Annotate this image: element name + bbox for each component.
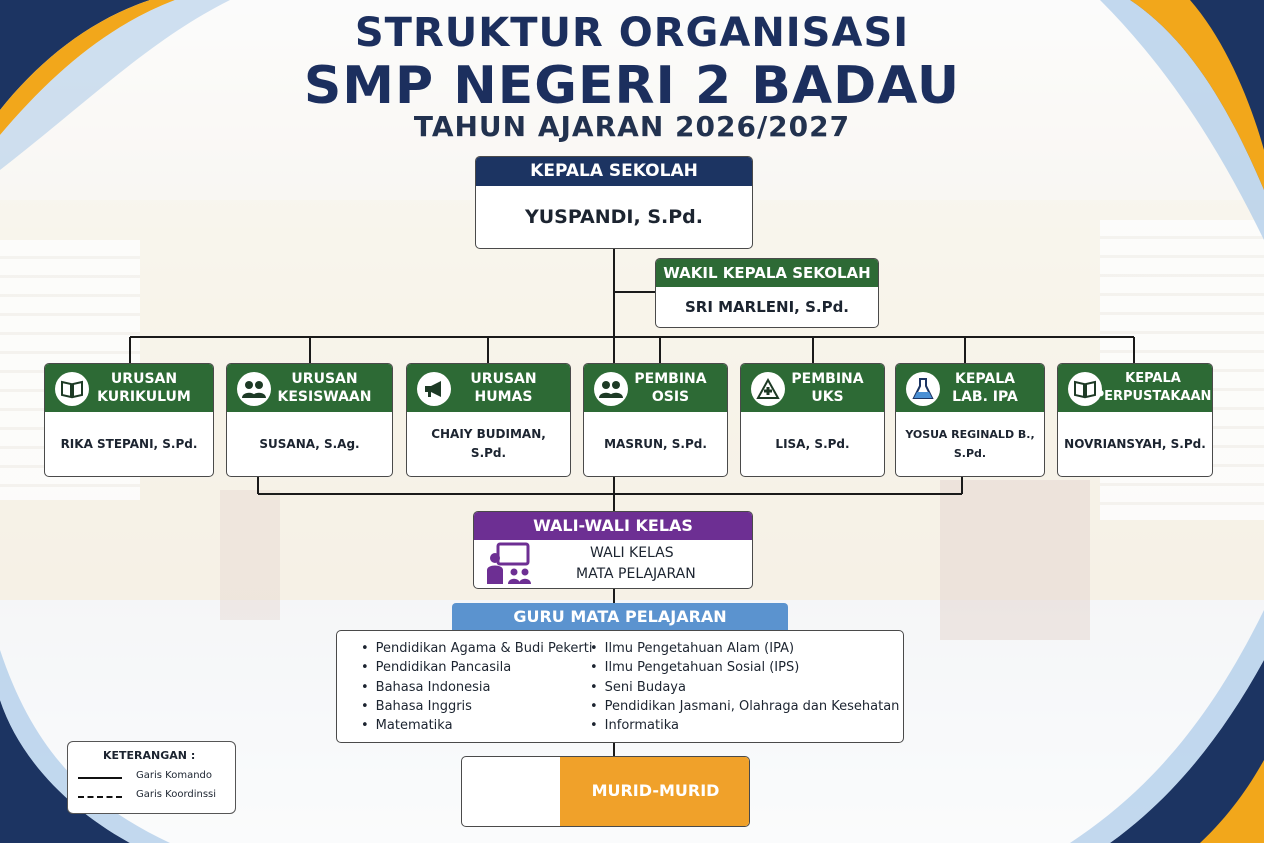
wave-bottom-left-navy [0,700,130,843]
wave-top-right-gold [1130,0,1264,190]
guru-box: Pendidikan Agama & Budi Pekerti Pendidik… [336,630,904,743]
wali-kelas-line1: WALI KELAS [590,545,674,561]
wave-top-left-light [0,0,230,170]
guru-subjects-col1: Pendidikan Agama & Budi Pekerti Pendidik… [361,639,593,735]
kepala-sekolah-box: KEPALA SEKOLAH YUSPANDI, S.Pd. [475,156,753,249]
unit-osis-name: MASRUN, S.Pd. [604,436,707,451]
people-icon [237,372,271,406]
unit-lab-ipa-title: KEPALA LAB. IPA [952,371,1018,405]
legend-item-koordinasi: Garis Koordinssi [136,789,217,800]
unit-humas-name: CHAIY BUDIMAN, S.Pd. [431,427,546,460]
subject-item: Seni Budaya [590,678,899,697]
unit-kesiswaan-title: URUSAN KESISWAAN [277,371,372,405]
subject-item: Informatika [590,716,899,735]
unit-uks-box: PEMBINA UKS LISA, S.Pd. [740,363,885,477]
legend-dashed-line [78,796,122,798]
book-icon [55,372,89,406]
murid-label: MURID-MURID [560,757,749,826]
unit-perpustakaan-box: KEPALA PERPUSTAKAAN NOVRIANSYAH, S.Pd. [1057,363,1213,477]
unit-humas-title: URUSAN HUMAS [470,371,537,405]
wave-bottom-right-gold [1200,760,1264,843]
unit-kurikulum-name: RIKA STEPANI, S.Pd. [60,436,198,451]
legend-solid-line [78,777,122,779]
guru-title: GURU MATA PELAJARAN [452,603,788,631]
unit-kurikulum-box: URUSAN KURIKULUM RIKA STEPANI, S.Pd. [44,363,214,477]
wave-top-left-navy [0,0,150,110]
subject-item: Ilmu Pengetahuan Sosial (IPS) [590,658,899,677]
book-icon [1068,372,1102,406]
people-icon [594,372,628,406]
unit-uks-name: LISA, S.Pd. [775,436,850,451]
unit-lab-ipa-box: KEPALA LAB. IPA YOSUA REGINALD B., S.Pd. [895,363,1045,477]
megaphone-icon [417,372,451,406]
subject-item: Pendidikan Jasmani, Olahraga dan Kesehat… [590,697,900,716]
kepala-sekolah-title: KEPALA SEKOLAH [476,157,752,186]
chart-title-line1: STRUKTUR ORGANISASI [354,10,910,56]
murid-box: MURID-MURID [461,756,750,827]
chart-title-school: SMP NEGERI 2 BADAU [303,56,961,116]
chart-title-year: TAHUN AJARAN 2026/2027 [413,110,851,143]
guru-subjects-col2: Ilmu Pengetahuan Alam (IPA) Ilmu Pengeta… [590,639,900,735]
unit-humas-box: URUSAN HUMAS CHAIY BUDIMAN, S.Pd. [406,363,571,477]
teacher-icon [486,542,532,588]
unit-uks-title: PEMBINA UKS [791,371,864,405]
subject-item: Pendidikan Agama & Budi Pekerti [361,639,593,658]
subject-item: Bahasa Indonesia [361,678,592,697]
kepala-sekolah-name: YUSPANDI, S.Pd. [525,206,703,228]
legend-title: KETERANGAN : [103,749,196,762]
legend-item-komando: Garis Komando [136,770,213,781]
flask-icon [906,372,940,406]
subject-item: Bahasa Inggris [361,697,592,716]
wave-bottom-right-navy [1110,660,1264,843]
wakil-kepala-box: WAKIL KEPALA SEKOLAH SRI MARLENI, S.Pd. [655,258,879,328]
wakil-kepala-title: WAKIL KEPALA SEKOLAH [656,259,878,287]
unit-kesiswaan-name: SUSANA, S.Ag. [259,436,360,451]
subject-item: Pendidikan Pancasila [361,658,592,677]
unit-lab-ipa-name: YOSUA REGINALD B., S.Pd. [905,428,1035,460]
unit-perpustakaan-title: KEPALA PERPUSTAKAAN [1094,371,1212,404]
wali-kelas-line2: MATA PELAJARAN [576,566,696,582]
health-icon [751,372,785,406]
unit-osis-box: PEMBINA OSIS MASRUN, S.Pd. [583,363,728,477]
unit-perpustakaan-name: NOVRIANSYAH, S.Pd. [1064,436,1206,451]
subject-item: Ilmu Pengetahuan Alam (IPA) [590,639,899,658]
wali-kelas-box: WALI-WALI KELAS WALI KELAS MATA PELAJARA… [473,511,753,589]
wave-top-right-light [1100,0,1264,240]
unit-kurikulum-title: URUSAN KURIKULUM [97,371,191,405]
unit-kesiswaan-box: URUSAN KESISWAAN SUSANA, S.Ag. [226,363,393,477]
wakil-kepala-name: SRI MARLENI, S.Pd. [684,298,850,316]
legend: KETERANGAN : Garis Komando Garis Koordin… [67,741,236,814]
subject-item: Matematika [361,716,592,735]
unit-osis-title: PEMBINA OSIS [634,371,707,405]
wave-top-right-navy [1130,0,1264,190]
wali-kelas-title: WALI-WALI KELAS [474,512,752,540]
